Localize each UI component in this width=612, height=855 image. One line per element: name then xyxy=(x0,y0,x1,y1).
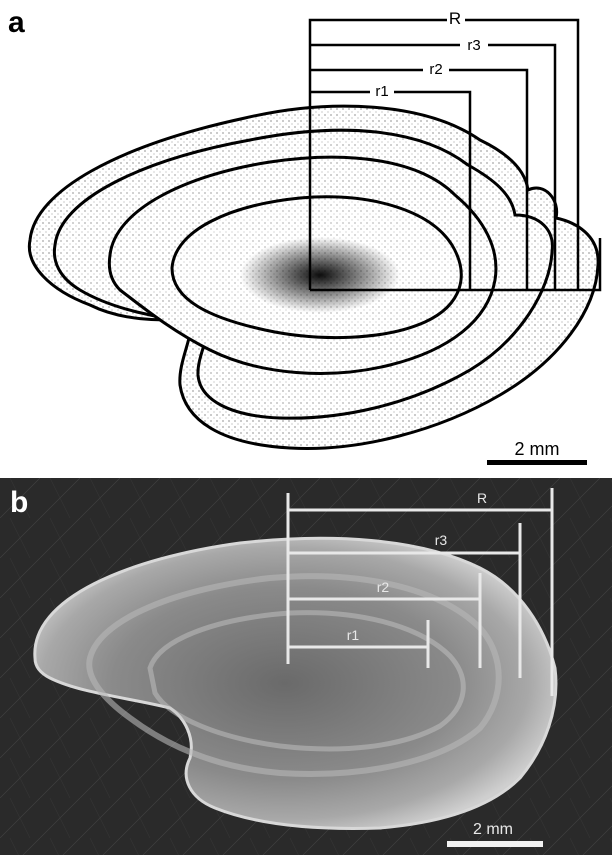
panel-a-drawing: R r3 r2 r1 2 mm a xyxy=(0,0,612,478)
label-R: R xyxy=(449,9,461,28)
label-r3: r3 xyxy=(467,37,480,54)
photo-scale-bar xyxy=(447,841,543,847)
label-r1: r1 xyxy=(375,83,388,100)
photo-label-r2: r2 xyxy=(377,579,390,595)
otolith-photograph: R r3 r2 r1 2 mm xyxy=(0,478,612,855)
otolith-drawing: R r3 r2 r1 2 mm xyxy=(0,0,612,478)
photo-label-R: R xyxy=(477,490,487,506)
photo-label-r1: r1 xyxy=(347,627,360,643)
panel-b-letter: b xyxy=(10,488,28,518)
scale-bar-label: 2 mm xyxy=(515,439,560,459)
photo-label-r3: r3 xyxy=(435,532,448,548)
panel-a-letter: a xyxy=(8,8,25,38)
label-r2: r2 xyxy=(429,61,442,78)
scale-bar xyxy=(487,460,587,465)
panel-b-photograph: R r3 r2 r1 2 mm b xyxy=(0,478,612,855)
otolith-core xyxy=(240,237,400,313)
photo-scale-bar-label: 2 mm xyxy=(473,821,513,838)
